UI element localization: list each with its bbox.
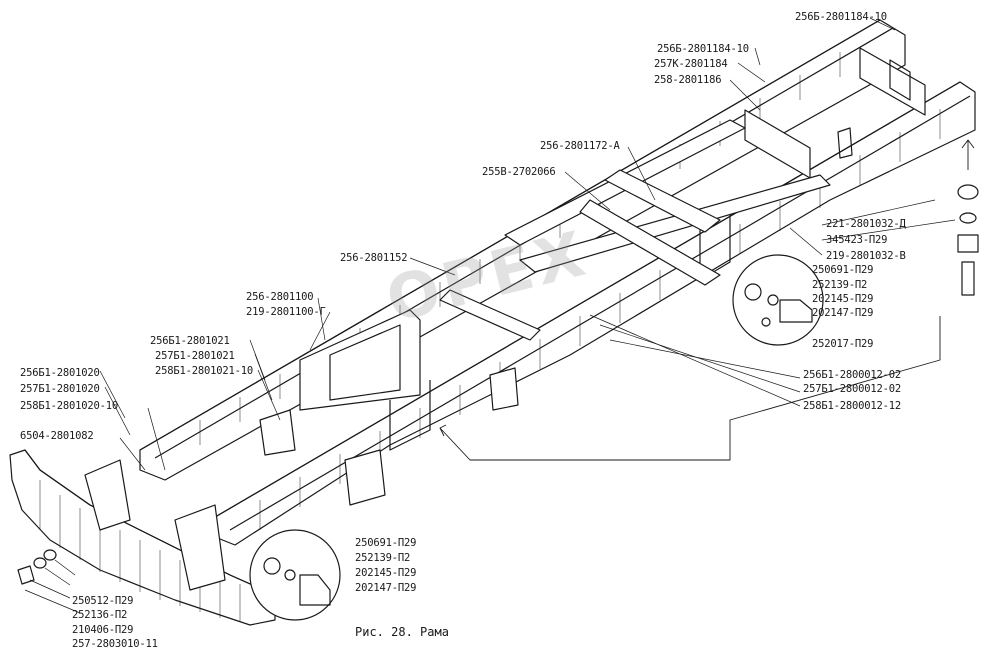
rear-cross-member — [859, 47, 926, 116]
label-258B1-2801020-10: 258Б1-2801020-10 — [20, 400, 118, 412]
label-256B1-2801020: 256Б1-2801020 — [20, 367, 100, 379]
label-256-2801152: 256-2801152 — [340, 252, 408, 264]
front-spring-brackets — [84, 367, 519, 591]
label-210406-P29: 210406-П29 — [72, 624, 134, 636]
label-202147-P29-left: 202147-П29 — [355, 582, 417, 594]
label-256-2801172-A: 256-2801172-А — [540, 140, 620, 152]
label-252139-P2-left: 252139-П2 — [355, 552, 411, 564]
leader-lines — [24, 17, 956, 614]
label-256-2801100: 256-2801100 — [246, 291, 314, 303]
label-257B1-2801020: 257Б1-2801020 — [20, 383, 100, 395]
label-257-2803010-11: 257-2803010-11 — [72, 638, 158, 650]
label-250512-P29: 250512-П29 — [72, 595, 134, 607]
label-257K-2801184: 257К-2801184 — [654, 58, 728, 70]
label-257B1-2801021: 257Б1-2801021 — [155, 350, 235, 362]
figure-caption: Рис. 28. Рама — [355, 625, 449, 639]
fastener-detail-right — [732, 254, 824, 346]
fastener-stack-bumper — [17, 549, 57, 585]
label-202145-P29-left: 202145-П29 — [355, 567, 417, 579]
x-cross-member — [439, 119, 831, 341]
label-252139-P2-right: 252139-П2 — [812, 279, 868, 291]
label-256B1-2801021: 256Б1-2801021 — [150, 335, 230, 347]
label-202145-P29-right: 202145-П29 — [812, 293, 874, 305]
label-221-2801032-D: 221-2801032-Д — [826, 218, 906, 230]
watermark: OPEX — [379, 216, 596, 337]
label-250691-P29-right: 250691-П29 — [812, 264, 874, 276]
spare-wheel-carrier — [837, 127, 853, 159]
label-219-2801100-G: 219-2801100-Г — [246, 306, 326, 318]
label-256B-2801184-10: 256Б-2801184-10 — [657, 43, 749, 55]
label-258B1-2800012-12: 258Б1-2800012-12 — [803, 400, 901, 412]
label-256B1-2800012-02: 256Б1-2800012-02 — [803, 369, 901, 381]
label-256B-2801184-10-top: 256Б-2801184-10 — [795, 11, 887, 23]
label-252136-P2: 252136-П2 — [72, 609, 128, 621]
fastener-stack-right — [957, 184, 979, 296]
label-345423-P29: 345423-П29 — [826, 234, 888, 246]
label-202147-P29-right: 202147-П29 — [812, 307, 874, 319]
label-255V-2702066: 255В-2702066 — [482, 166, 556, 178]
fastener-detail-left — [249, 529, 341, 621]
label-252017-P29: 252017-П29 — [812, 338, 874, 350]
label-250691-P29-left: 250691-П29 — [355, 537, 417, 549]
front-cross-member — [299, 309, 421, 411]
label-257B1-2800012-02: 257Б1-2800012-02 — [803, 383, 901, 395]
label-6504-2801082: 6504-2801082 — [20, 430, 94, 442]
arrows — [439, 139, 975, 461]
label-258B1-2801021-10: 258Б1-2801021-10 — [155, 365, 253, 377]
label-258-2801186: 258-2801186 — [654, 74, 722, 86]
label-219-2801032-V: 219-2801032-В — [826, 250, 906, 262]
